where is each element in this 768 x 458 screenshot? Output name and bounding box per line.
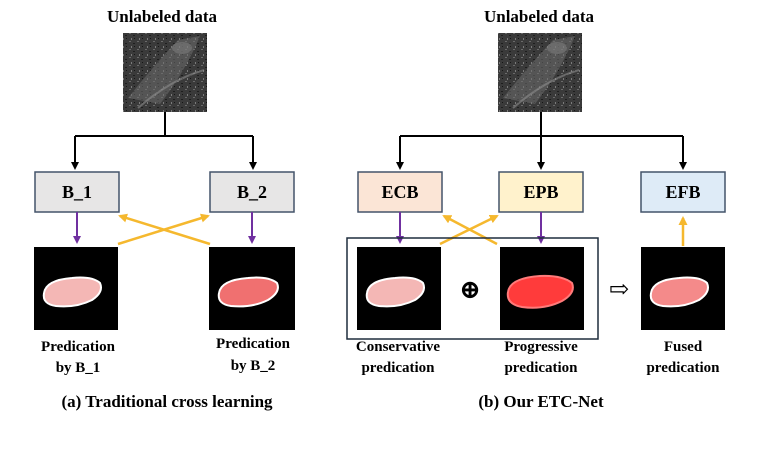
pred-progressive-caption-line2: predication <box>504 360 578 376</box>
branch-b2-box <box>209 171 295 213</box>
branch-b1-label: B_1 <box>62 182 92 202</box>
branch-efb-box <box>640 171 726 213</box>
pred-progressive-image <box>500 247 584 330</box>
pred-b2-image <box>209 247 295 330</box>
pred-conservative-image <box>357 247 441 330</box>
pred-conservative-caption-line1: Conservative <box>356 339 440 355</box>
left-split-connector <box>71 112 257 170</box>
left-caption: (a) Traditional cross learning <box>61 392 273 411</box>
left-input-label: Unlabeled data <box>107 7 218 26</box>
cross-arrow-to-b1 <box>118 213 211 246</box>
fuse-operator-icon: ⊕ <box>459 275 481 304</box>
branch-epb-label: EPB <box>523 182 558 202</box>
pred-fused-caption-line1: Fused <box>664 339 703 355</box>
pred-fused-image <box>641 247 725 330</box>
right-caption: (b) Our ETC-Net <box>478 392 604 411</box>
branch-b2-label: B_2 <box>237 182 267 202</box>
pred-b2-caption-line2: by B_2 <box>231 358 276 374</box>
transfer-arrow-icon: ⇨ <box>609 277 629 303</box>
right-split-connector <box>396 112 687 170</box>
prediction-group-frame <box>346 237 599 340</box>
branch-epb-box <box>498 171 584 213</box>
pred-b2-caption-line1: Predication <box>216 336 291 352</box>
cross-arrow-to-ecb <box>442 214 498 246</box>
branch-ecb-label: ECB <box>381 182 418 202</box>
branch-efb-label: EFB <box>665 182 700 202</box>
pred-b1-image <box>34 247 118 330</box>
pred-fused-caption-line2: predication <box>646 360 720 376</box>
right-mri-image <box>498 33 582 112</box>
pred-conservative-caption-line2: predication <box>361 360 435 376</box>
pred-progressive-caption-line1: Progressive <box>504 339 578 355</box>
pred-b1-caption-line2: by B_1 <box>56 360 101 376</box>
left-mri-image <box>123 33 207 112</box>
pred-b1-caption-line1: Predication <box>41 339 116 355</box>
right-input-label: Unlabeled data <box>484 7 595 26</box>
